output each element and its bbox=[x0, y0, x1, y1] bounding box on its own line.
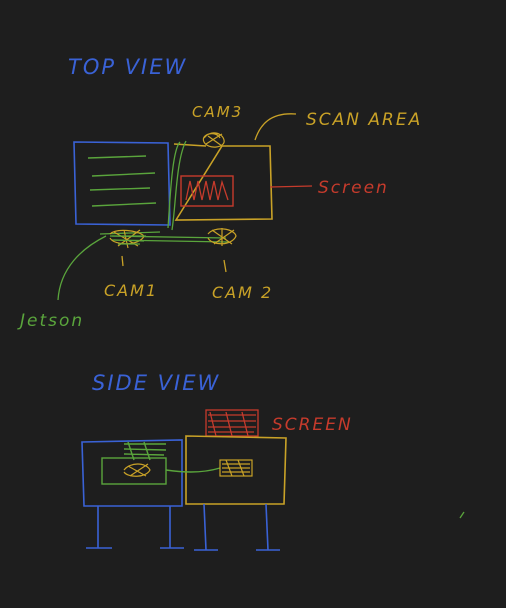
side-view-cam-left bbox=[123, 463, 151, 477]
jetson-label: Jetson bbox=[17, 311, 84, 331]
cam2-tick bbox=[223, 259, 227, 273]
side-view-cam-right bbox=[219, 459, 253, 477]
side-view-yellow-enclosure bbox=[185, 435, 287, 505]
top-view-title: TOP VIEW bbox=[68, 55, 187, 79]
scan-area-box bbox=[173, 143, 273, 221]
side-view-title: SIDE VIEW bbox=[92, 371, 220, 395]
screen-label-top: Screen bbox=[318, 178, 389, 198]
cam2-scribble bbox=[207, 228, 237, 246]
jetson-leader bbox=[57, 235, 107, 301]
stray-mark bbox=[459, 511, 465, 519]
top-view-blue-panel bbox=[73, 141, 171, 226]
scan-area-leader bbox=[254, 113, 297, 141]
side-view-jetson bbox=[101, 441, 221, 485]
cam3-scribble bbox=[202, 132, 225, 148]
cam1-tick bbox=[121, 255, 124, 267]
top-view-screen bbox=[180, 175, 313, 207]
cam1-scribble-green bbox=[112, 235, 146, 245]
side-view-blue-enclosure bbox=[81, 439, 184, 549]
side-view-yellow-legs bbox=[194, 503, 280, 551]
scan-area-label: SCAN AREA bbox=[306, 110, 422, 130]
cam2-label: CAM 2 bbox=[212, 283, 273, 302]
screen-label-side: SCREEN bbox=[272, 415, 353, 435]
side-view-screen bbox=[205, 409, 259, 437]
cam1-label: CAM1 bbox=[104, 281, 158, 300]
cam3-label: CAM3 bbox=[192, 103, 243, 121]
top-view-panel-lines bbox=[87, 155, 157, 207]
